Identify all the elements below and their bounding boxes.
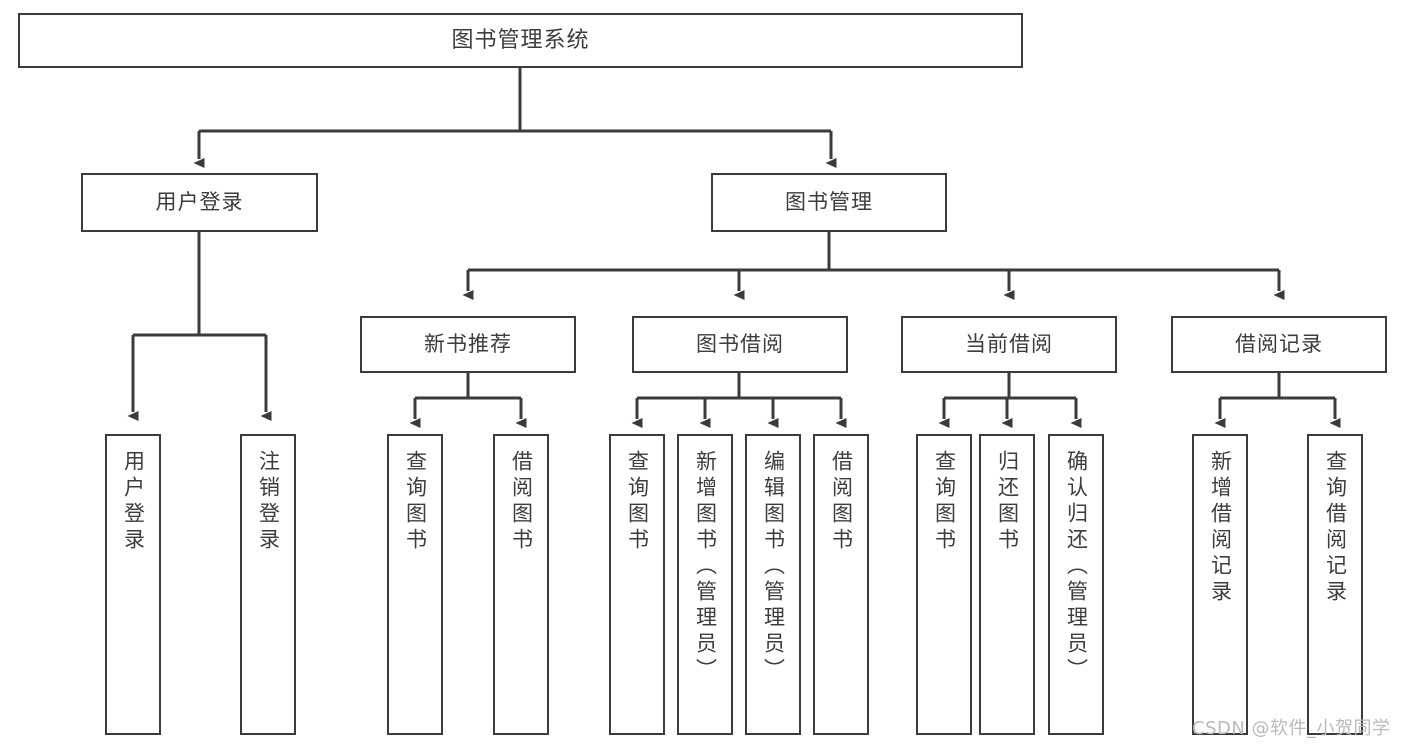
node-leaf-user-login-label: 用户登录 — [121, 450, 146, 554]
node-leaf-edit-book-label: 编辑图书（管理员） — [761, 450, 786, 684]
node-new-book-recommend[interactable]: 新书推荐 — [360, 316, 576, 373]
node-current-borrow-label: 当前借阅 — [965, 332, 1053, 357]
watermark-text: CSDN @软件_小贺同学 — [1192, 718, 1391, 739]
node-book-borrow-label: 图书借阅 — [696, 332, 784, 357]
node-leaf-edit-book[interactable]: 编辑图书（管理员） — [745, 434, 801, 735]
node-leaf-return-book-label: 归还图书 — [995, 450, 1020, 554]
node-current-borrow[interactable]: 当前借阅 — [901, 316, 1117, 373]
node-leaf-add-book[interactable]: 新增图书（管理员） — [677, 434, 733, 735]
node-leaf-confirm-return-label: 确认归还（管理员） — [1064, 450, 1089, 684]
node-leaf-query-book-3[interactable]: 查询图书 — [916, 434, 972, 735]
node-leaf-borrow-book-1-label: 借阅图书 — [509, 450, 534, 554]
node-leaf-query-record-label: 查询借阅记录 — [1323, 450, 1348, 606]
node-leaf-borrow-book-2[interactable]: 借阅图书 — [813, 434, 869, 735]
node-borrow-record[interactable]: 借阅记录 — [1171, 316, 1387, 373]
node-leaf-query-book-2-label: 查询图书 — [625, 450, 650, 554]
node-leaf-user-logout-label: 注销登录 — [256, 450, 281, 554]
node-leaf-add-record-label: 新增借阅记录 — [1208, 450, 1233, 606]
node-book-management[interactable]: 图书管理 — [711, 173, 947, 232]
node-borrow-record-label: 借阅记录 — [1235, 332, 1323, 357]
node-leaf-borrow-book-1[interactable]: 借阅图书 — [493, 434, 549, 735]
node-book-borrow[interactable]: 图书借阅 — [632, 316, 848, 373]
node-leaf-query-book-1-label: 查询图书 — [403, 450, 428, 554]
node-leaf-query-book-3-label: 查询图书 — [932, 450, 957, 554]
node-user-login-label: 用户登录 — [155, 190, 244, 215]
node-book-management-label: 图书管理 — [785, 190, 873, 215]
node-leaf-query-record[interactable]: 查询借阅记录 — [1307, 434, 1363, 735]
node-new-book-recommend-label: 新书推荐 — [424, 332, 512, 357]
node-leaf-user-login[interactable]: 用户登录 — [105, 434, 161, 735]
node-leaf-query-book-2[interactable]: 查询图书 — [609, 434, 665, 735]
node-leaf-return-book[interactable]: 归还图书 — [979, 434, 1035, 735]
node-root-label: 图书管理系统 — [451, 27, 590, 53]
node-leaf-confirm-return[interactable]: 确认归还（管理员） — [1048, 434, 1104, 735]
node-leaf-add-record[interactable]: 新增借阅记录 — [1192, 434, 1248, 735]
node-leaf-query-book-1[interactable]: 查询图书 — [387, 434, 443, 735]
node-leaf-borrow-book-2-label: 借阅图书 — [829, 450, 854, 554]
node-root[interactable]: 图书管理系统 — [18, 13, 1023, 68]
node-user-login[interactable]: 用户登录 — [81, 173, 318, 232]
node-leaf-user-logout[interactable]: 注销登录 — [240, 434, 296, 735]
node-leaf-add-book-label: 新增图书（管理员） — [693, 450, 718, 684]
